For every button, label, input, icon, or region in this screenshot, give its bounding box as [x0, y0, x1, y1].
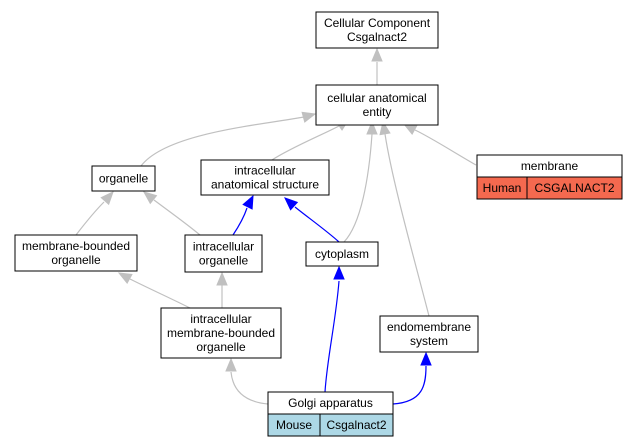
edge-golgi-apparatus-to-endomembrane-system — [392, 351, 432, 405]
arrowhead — [366, 120, 378, 135]
node-label-line: organelle — [99, 172, 149, 186]
arrowhead — [117, 272, 133, 285]
gene-cell — [319, 413, 394, 437]
edge-cytoplasm-to-cellular-anatomical-entity — [343, 120, 378, 243]
node-label-line: organelle — [196, 340, 246, 354]
node-label-line: entity — [363, 105, 392, 119]
node-label-line: membrane-bounded — [22, 239, 130, 253]
organism-label: Mouse — [276, 418, 312, 432]
arrowhead — [284, 197, 299, 211]
arrowhead — [142, 191, 158, 205]
node-label-line: intracellular — [234, 164, 295, 178]
gene-cell — [526, 176, 623, 200]
node-label-line: endomembrane — [387, 320, 471, 334]
node-label: membrane — [521, 159, 579, 173]
gene-label: CSGALNACT2 — [534, 181, 614, 195]
node-label-line: cellular anatomical — [327, 91, 426, 105]
arrowhead — [371, 47, 383, 62]
edge-membrane-to-cellular-anatomical-entity — [402, 123, 477, 166]
arrowhead — [242, 194, 254, 210]
node-label-line: cytoplasm — [315, 247, 369, 261]
node-label-line: intracellular — [190, 312, 251, 326]
arrowhead — [216, 271, 228, 286]
gene-label: Csgalnact2 — [326, 418, 386, 432]
edge-cytoplasm-to-intracellular-anatomical-structure — [284, 197, 340, 243]
edge-cellular-anatomical-entity-to-cellular-component — [371, 47, 383, 85]
arrowhead — [420, 351, 432, 366]
edge-intracellular-organelle-to-intracellular-anatomical-structure — [232, 194, 254, 236]
edge-intracellular-organelle-to-organelle — [142, 191, 201, 236]
arrowhead — [301, 111, 317, 123]
node-label-line: system — [410, 334, 448, 348]
edge-intracellular-membrane-bounded-organelle-to-membrane-bounded-organelle — [117, 272, 191, 309]
edge-organelle-to-cellular-anatomical-entity — [140, 111, 317, 167]
node-label-line: organelle — [51, 253, 101, 267]
node-label-line: organelle — [199, 254, 249, 268]
arrowhead — [402, 123, 418, 136]
node-label-line: membrane-bounded — [167, 326, 275, 340]
edge-intracellular-membrane-bounded-organelle-to-intracellular-organelle — [216, 271, 228, 308]
arrowhead — [100, 191, 114, 206]
node-organelle[interactable]: organelle — [91, 165, 156, 192]
edge-endomembrane-system-to-cellular-anatomical-entity — [379, 120, 430, 317]
edge-membrane-bounded-organelle-to-organelle — [75, 191, 114, 236]
node-label: Golgi apparatus — [288, 396, 373, 410]
edge-golgi-apparatus-to-cytoplasm — [324, 265, 345, 393]
arrowhead — [333, 265, 345, 280]
node-label-line: intracellular — [193, 240, 254, 254]
node-cytoplasm[interactable]: cytoplasm — [305, 241, 379, 267]
node-label-line: Csgalnact2 — [347, 30, 407, 44]
edge-golgi-apparatus-to-intracellular-membrane-bounded-organelle — [225, 357, 269, 405]
node-label-line: anatomical structure — [211, 178, 319, 192]
node-label-line: Cellular Component — [324, 16, 431, 30]
arrowhead — [225, 357, 237, 372]
organism-label: Human — [483, 181, 522, 195]
